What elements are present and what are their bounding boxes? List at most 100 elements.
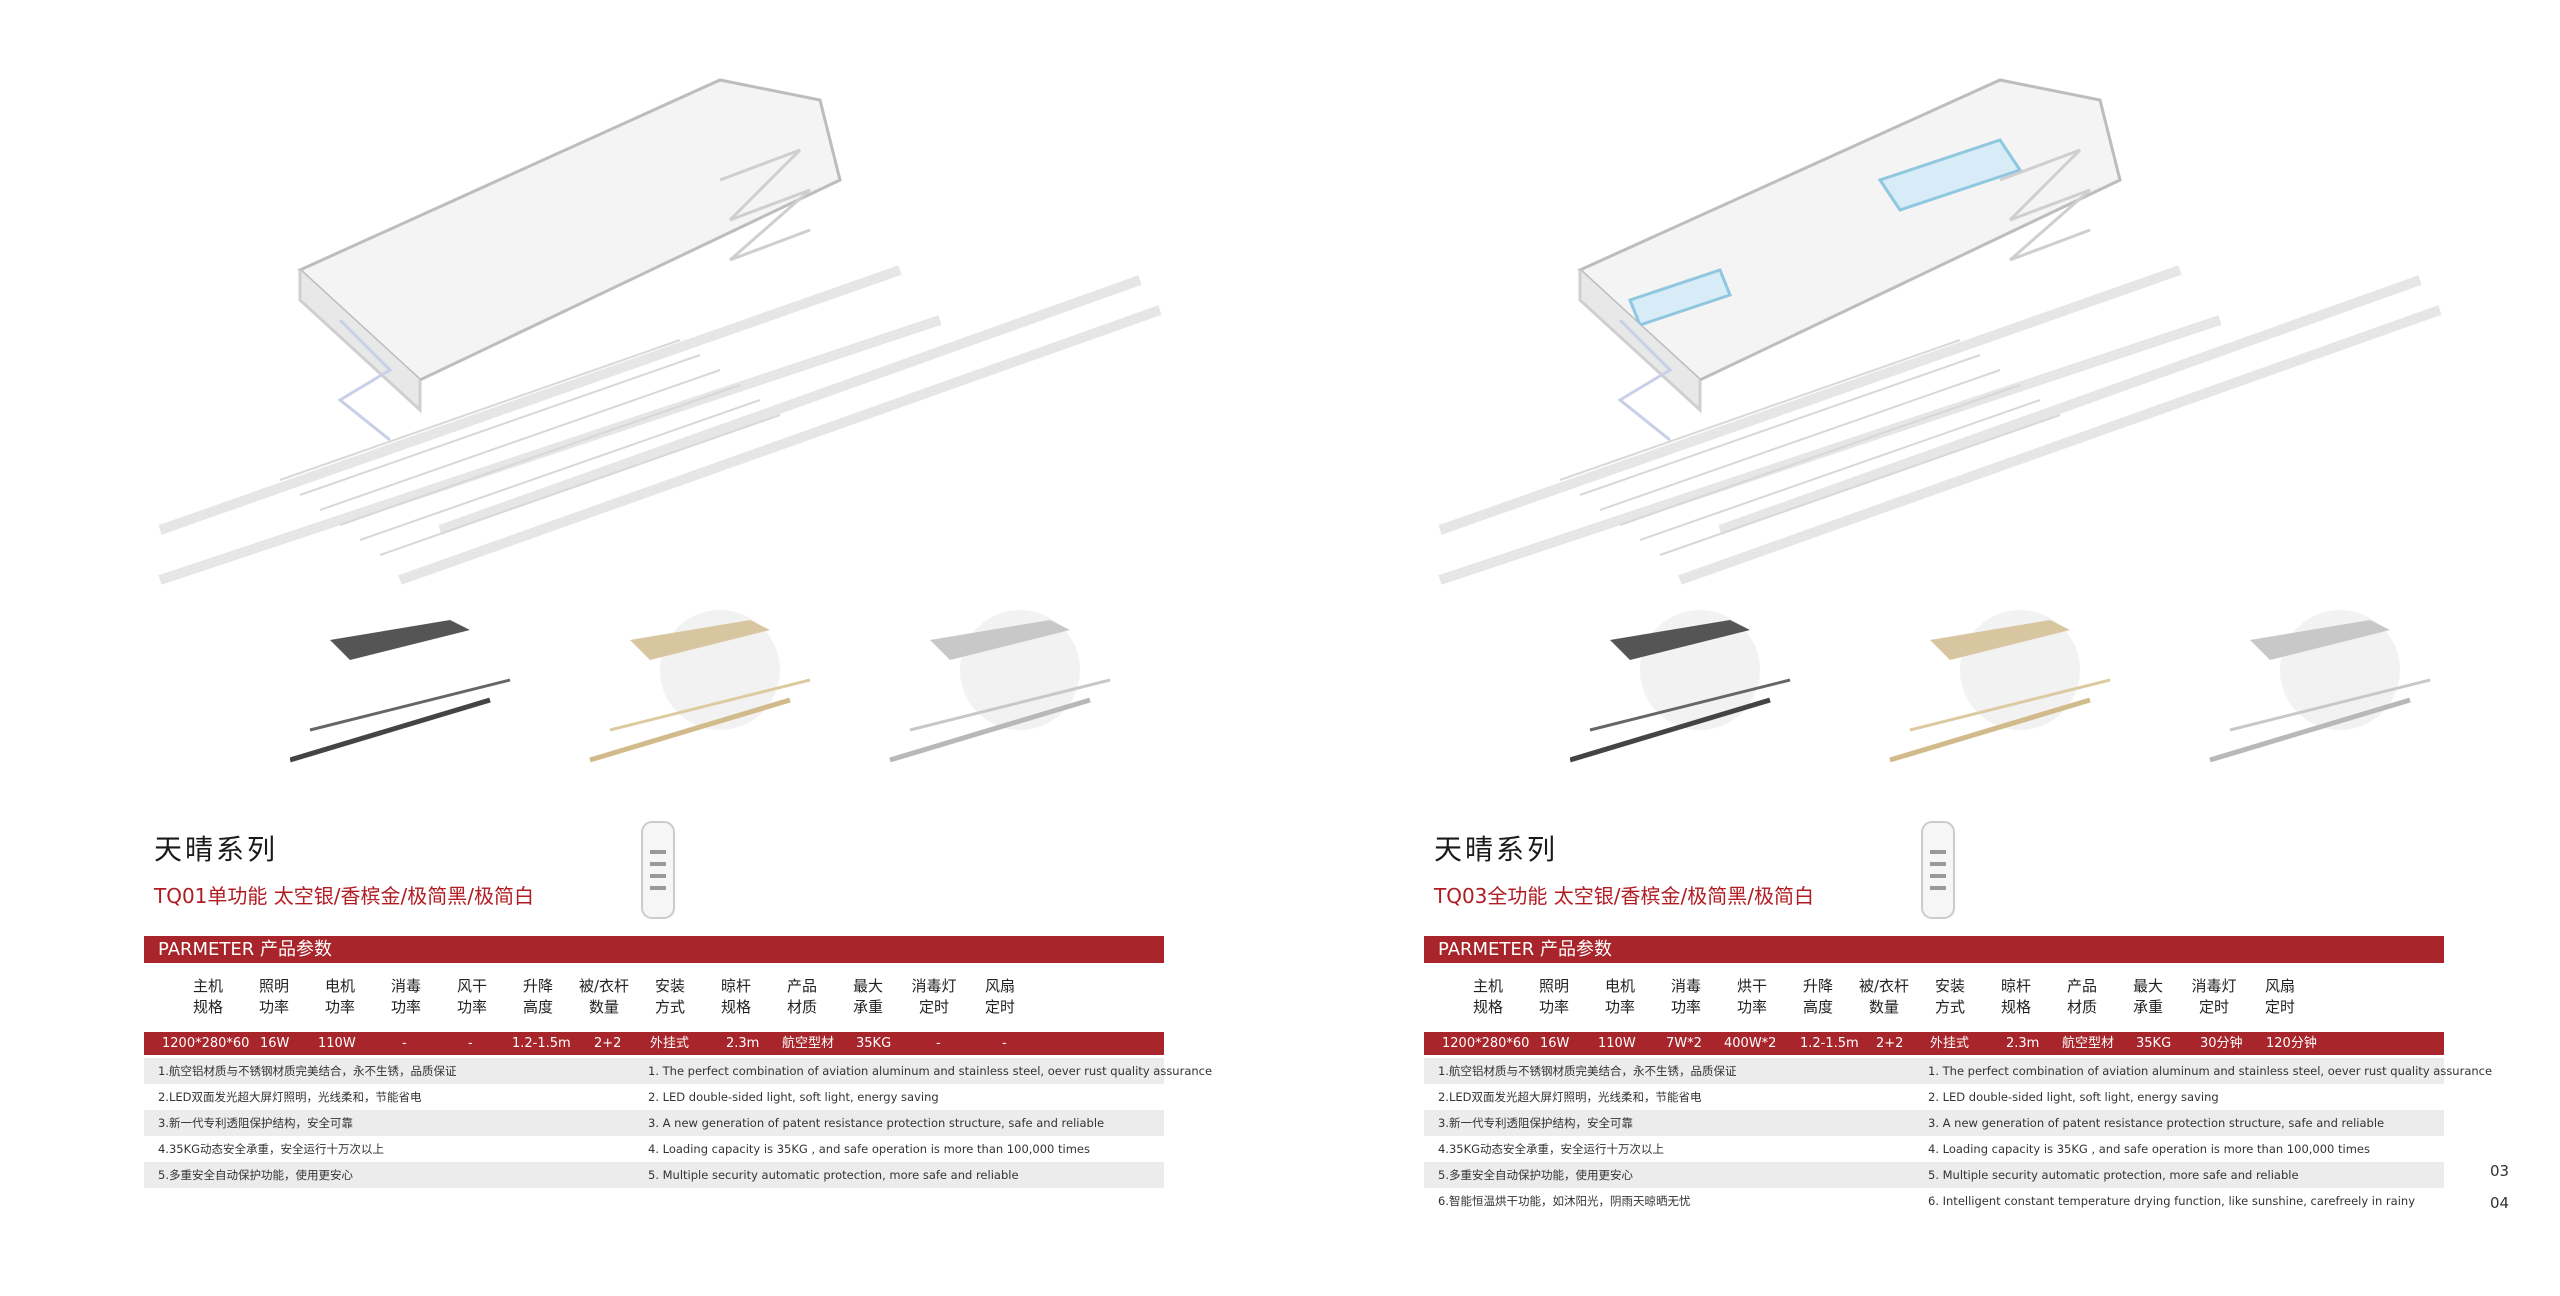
- feature-en: 6. Intelligent constant temperature dryi…: [1928, 1194, 2415, 1208]
- feature-en: 1. The perfect combination of aviation a…: [1928, 1064, 2493, 1078]
- header-motor: 电机功率: [324, 977, 355, 1016]
- feature-zh: 1.航空铝材质与不锈钢材质完美结合，永不生锈，品质保证: [158, 1064, 457, 1078]
- header-disinfect: 消毒功率: [390, 977, 421, 1016]
- value-disinfect: 7W*2: [1666, 1036, 1702, 1051]
- spec-values-row: 1200*280*60 16W 110W - - 1.2-1.5m 2+2 外挂…: [144, 1032, 1164, 1055]
- header-rods: 被/衣杆数量: [578, 977, 630, 1016]
- feature-en: 5. Multiple security automatic protectio…: [648, 1168, 1019, 1182]
- drying-rack-hero-image: [158, 78, 1162, 585]
- page-number: 03: [2490, 1162, 2510, 1180]
- feature-zh: 1.航空铝材质与不锈钢材质完美结合，永不生锈，品质保证: [1438, 1064, 1737, 1078]
- feature-en: 2. LED double-sided light, soft light, e…: [648, 1090, 939, 1104]
- feature-zh: 6.智能恒温烘干功能，如沐阳光，阴雨天晾晒无忧: [1438, 1194, 1691, 1208]
- feature-zh: 5.多重安全自动保护功能，使用更安心: [1438, 1168, 1633, 1182]
- feature-row: 6.智能恒温烘干功能，如沐阳光，阴雨天晾晒无忧 6. Intelligent c…: [1424, 1188, 2444, 1214]
- value-install: 外挂式: [1930, 1036, 1970, 1051]
- header-rod-spec: 晾杆规格: [2000, 977, 2031, 1016]
- header-fan-timer: 风扇定时: [2264, 977, 2295, 1016]
- value-disinfect: -: [402, 1036, 407, 1051]
- feature-row: 3.新一代专利透阻保护结构，安全可靠 3. A new generation o…: [1424, 1110, 2444, 1136]
- product-panel-tq03: 天晴系列 TQ03全功能 太空银/香槟金/极简黑/极简白 PARMETER 产品…: [1420, 0, 2560, 1296]
- value-rod-spec: 2.3m: [726, 1036, 760, 1051]
- header-install: 安装方式: [654, 977, 685, 1016]
- spec-values-row: 1200*280*60 16W 110W 7W*2 400W*2 1.2-1.5…: [1424, 1032, 2444, 1055]
- value-lift: 1.2-1.5m: [1800, 1036, 1859, 1051]
- feature-row: 2.LED双面发光超大屏灯照明，光线柔和，节能省电 2. LED double-…: [1424, 1084, 2444, 1110]
- feature-row: 4.35KG动态安全承重，安全运行十万次以上 4. Loading capaci…: [1424, 1136, 2444, 1162]
- feature-row: 4.35KG动态安全承重，安全运行十万次以上 4. Loading capaci…: [144, 1136, 1164, 1162]
- feature-row: 3.新一代专利透阻保护结构，安全可靠 3. A new generation o…: [144, 1110, 1164, 1136]
- value-fan-timer: -: [1002, 1036, 1007, 1051]
- header-dry: 风干功率: [456, 977, 487, 1016]
- header-dry: 烘干功率: [1736, 977, 1767, 1016]
- value-install: 外挂式: [650, 1036, 690, 1051]
- header-fan-timer: 风扇定时: [984, 977, 1015, 1016]
- value-uv-timer: -: [936, 1036, 941, 1051]
- parameter-bar: PARMETER 产品参数: [144, 936, 1164, 963]
- header-load: 最大承重: [852, 977, 883, 1016]
- header-rods: 被/衣杆数量: [1858, 977, 1910, 1016]
- value-rod-spec: 2.3m: [2006, 1036, 2040, 1051]
- value-uv-timer: 30分钟: [2200, 1036, 2243, 1051]
- header-material: 产品材质: [786, 977, 817, 1016]
- model-line: TQ03全功能 太空银/香槟金/极简黑/极简白: [1434, 884, 1814, 908]
- product-panel-tq01: 天晴系列 TQ01单功能 太空银/香槟金/极简黑/极简白 PARMETER 产品…: [140, 0, 1280, 1296]
- model-line: TQ01单功能 太空银/香槟金/极简黑/极简白: [154, 884, 534, 908]
- feature-en: 5. Multiple security automatic protectio…: [1928, 1168, 2299, 1182]
- value-lift: 1.2-1.5m: [512, 1036, 571, 1051]
- series-title: 天晴系列: [1434, 833, 1559, 866]
- header-rod-spec: 晾杆规格: [720, 977, 751, 1016]
- value-dry: -: [468, 1036, 473, 1051]
- feature-zh: 4.35KG动态安全承重，安全运行十万次以上: [158, 1142, 385, 1156]
- value-host: 1200*280*60: [1442, 1036, 1530, 1051]
- header-host: 主机规格: [1472, 977, 1503, 1016]
- series-title: 天晴系列: [154, 833, 279, 866]
- header-light: 照明功率: [258, 977, 289, 1016]
- value-motor: 110W: [318, 1036, 356, 1051]
- value-light: 16W: [1540, 1036, 1570, 1051]
- color-variants-image: [290, 610, 1111, 763]
- feature-zh: 2.LED双面发光超大屏灯照明，光线柔和，节能省电: [1438, 1090, 1702, 1104]
- remote-control-icon: [641, 821, 675, 919]
- feature-zh: 4.35KG动态安全承重，安全运行十万次以上: [1438, 1142, 1665, 1156]
- header-lift: 升降高度: [1802, 977, 1833, 1016]
- value-host: 1200*280*60: [162, 1036, 250, 1051]
- value-material: 航空型材: [782, 1036, 835, 1051]
- header-material: 产品材质: [2066, 977, 2097, 1016]
- feature-en: 3. A new generation of patent resistance…: [648, 1116, 1105, 1130]
- value-light: 16W: [260, 1036, 290, 1051]
- page-number: 04: [2490, 1194, 2510, 1212]
- header-light: 照明功率: [1538, 977, 1569, 1016]
- header-host: 主机规格: [192, 977, 223, 1016]
- spec-header: 主机规格 照明功率 电机功率 消毒功率 风干功率 升降高度 被/衣杆数量 安装方…: [180, 976, 1180, 1022]
- header-install: 安装方式: [1934, 977, 1965, 1016]
- color-variants-image: [1570, 610, 2431, 763]
- value-motor: 110W: [1598, 1036, 1636, 1051]
- feature-en: 4. Loading capacity is 35KG , and safe o…: [1928, 1142, 2370, 1156]
- header-load: 最大承重: [2132, 977, 2163, 1016]
- feature-row: 1.航空铝材质与不锈钢材质完美结合，永不生锈，品质保证 1. The perfe…: [1424, 1058, 2492, 1084]
- header-uv-timer: 消毒灯定时: [2191, 977, 2237, 1016]
- feature-en: 2. LED double-sided light, soft light, e…: [1928, 1090, 2219, 1104]
- drying-rack-hero-image: [1438, 78, 2442, 585]
- header-lift: 升降高度: [522, 977, 553, 1016]
- feature-row: 2.LED双面发光超大屏灯照明，光线柔和，节能省电 2. LED double-…: [144, 1084, 1164, 1110]
- value-fan-timer: 120分钟: [2266, 1036, 2317, 1051]
- feature-zh: 5.多重安全自动保护功能，使用更安心: [158, 1168, 353, 1182]
- value-load: 35KG: [2136, 1036, 2172, 1051]
- value-rods: 2+2: [1876, 1036, 1904, 1051]
- feature-en: 4. Loading capacity is 35KG , and safe o…: [648, 1142, 1090, 1156]
- value-rods: 2+2: [594, 1036, 622, 1051]
- value-dry: 400W*2: [1724, 1036, 1777, 1051]
- feature-en: 3. A new generation of patent resistance…: [1928, 1116, 2385, 1130]
- feature-en: 1. The perfect combination of aviation a…: [648, 1064, 1213, 1078]
- feature-zh: 3.新一代专利透阻保护结构，安全可靠: [158, 1116, 353, 1130]
- header-disinfect: 消毒功率: [1670, 977, 1701, 1016]
- feature-zh: 3.新一代专利透阻保护结构，安全可靠: [1438, 1116, 1633, 1130]
- feature-row: 5.多重安全自动保护功能，使用更安心 5. Multiple security …: [144, 1162, 1164, 1188]
- parameter-bar: PARMETER 产品参数: [1424, 936, 2444, 963]
- feature-zh: 2.LED双面发光超大屏灯照明，光线柔和，节能省电: [158, 1090, 422, 1104]
- feature-row: 5.多重安全自动保护功能，使用更安心 5. Multiple security …: [1424, 1162, 2444, 1188]
- header-motor: 电机功率: [1604, 977, 1635, 1016]
- value-material: 航空型材: [2062, 1036, 2115, 1051]
